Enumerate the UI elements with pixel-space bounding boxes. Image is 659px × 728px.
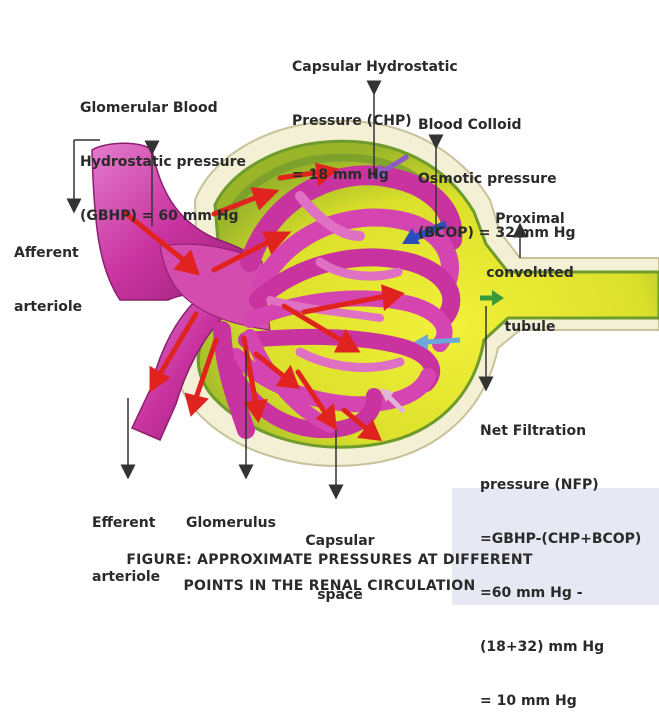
efferent-label-line-1: Efferent — [92, 514, 160, 532]
figure-caption-line-2: POINTS IN THE RENAL CIRCULATION — [0, 578, 659, 594]
capsular-space-label-line-1: Capsular — [300, 532, 380, 550]
nfp-label-line-6: = 10 mm Hg — [480, 692, 641, 710]
gbhp-label-line-3: (GBHP) = 60 mm Hg — [80, 207, 246, 225]
afferent-label-line-2: arteriole — [14, 298, 82, 316]
gbhp-label-line-1: Glomerular Blood — [80, 99, 246, 117]
nfp-label-line-3: =GBHP-(CHP+BCOP) — [480, 530, 641, 548]
nfp-label-line-5: (18+32) mm Hg — [480, 638, 641, 656]
pct-label: Proximal convoluted tubule — [470, 174, 590, 354]
gbhp-label-line-2: Hydrostatic pressure — [80, 153, 246, 171]
nfp-label-line-2: pressure (NFP) — [480, 476, 641, 494]
pct-label-line-1: Proximal — [470, 210, 590, 228]
diagram-stage: Capsular Hydrostatic Pressure (CHP) = 18… — [0, 0, 659, 605]
afferent-arteriole-label: Afferent arteriole — [14, 208, 82, 334]
glomerulus-label-text: Glomerulus — [186, 514, 276, 532]
pct-label-line-3: tubule — [470, 318, 590, 336]
gbhp-label: Glomerular Blood Hydrostatic pressure (G… — [80, 63, 246, 243]
bcop-label-line-1: Blood Colloid — [418, 116, 576, 134]
glomerulus-label: Glomerulus — [186, 478, 276, 550]
afferent-label-line-1: Afferent — [14, 244, 82, 262]
nfp-label-line-1: Net Filtration — [480, 422, 641, 440]
chp-label-line-1: Capsular Hydrostatic — [292, 58, 458, 76]
figure-caption-line-1: FIGURE: APPROXIMATE PRESSURES AT DIFFERE… — [0, 552, 659, 568]
pct-label-line-2: convoluted — [470, 264, 590, 282]
